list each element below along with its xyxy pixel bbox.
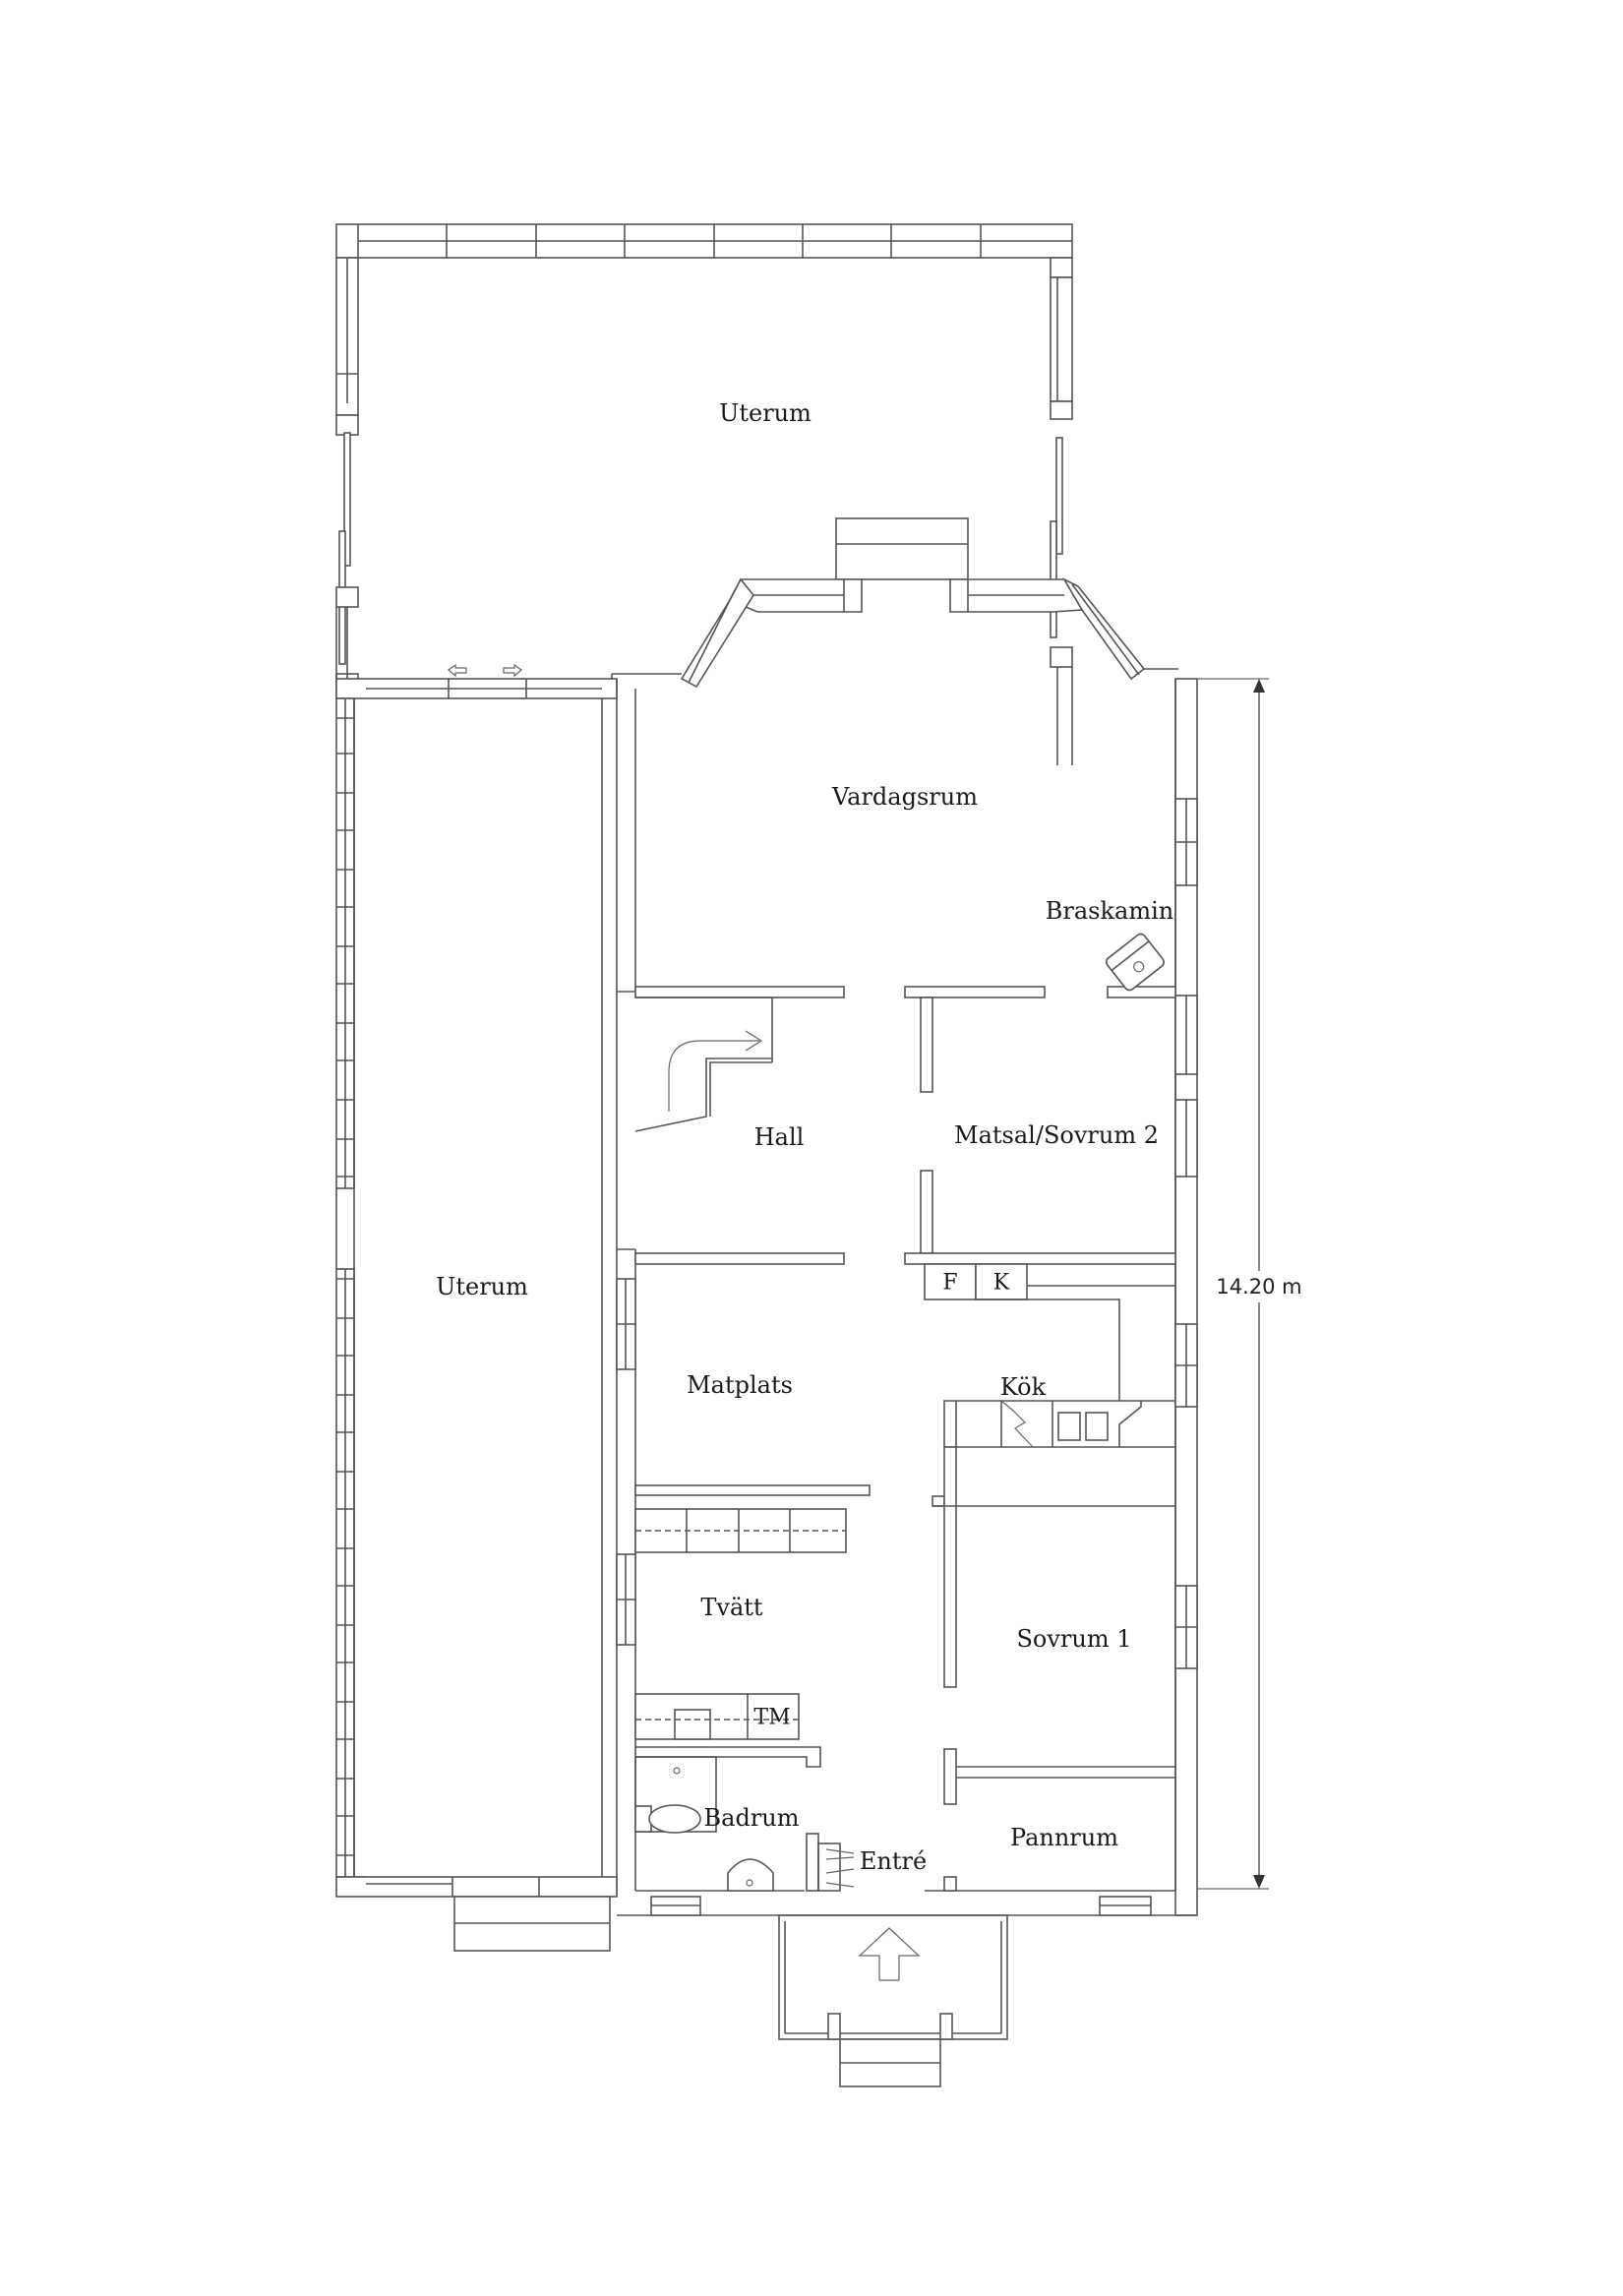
- room-label-uterum-top: Uterum: [719, 399, 812, 427]
- room-label-matplats: Matplats: [687, 1371, 793, 1399]
- room-label-pannrum: Pannrum: [1010, 1824, 1118, 1851]
- room-label-uterum-left: Uterum: [436, 1273, 528, 1300]
- room-label-sovrum1: Sovrum 1: [1016, 1625, 1132, 1653]
- entry-arrow-icon: [858, 1927, 921, 1981]
- uterum-top-walls: [335, 223, 1073, 765]
- room-label-matsal-sovrum2: Matsal/Sovrum 2: [954, 1121, 1159, 1149]
- room-label-tvatt: Tvätt: [700, 1594, 763, 1621]
- room-label-badrum: Badrum: [703, 1804, 800, 1832]
- appliance-label-fridge: F: [942, 1270, 958, 1296]
- appliance-label-washing-machine: TM: [753, 1705, 791, 1730]
- room-label-entre: Entré: [859, 1847, 928, 1875]
- room-label-kok: Kök: [999, 1373, 1047, 1401]
- appliance-label-freezer: K: [992, 1270, 1010, 1296]
- entry-porch: [778, 1914, 1008, 2087]
- room-label-vardagsrum: Vardagsrum: [832, 783, 978, 811]
- room-label-hall: Hall: [753, 1123, 805, 1151]
- uterum-left-walls: [335, 663, 618, 1952]
- bay-window: [611, 577, 1178, 689]
- house-outer-walls: [616, 678, 1198, 1916]
- dimension-label-height: 14.20 m: [1214, 1271, 1304, 1302]
- interior-walls: [634, 933, 1176, 1892]
- room-label-braskamin: Braskamin: [1045, 897, 1174, 925]
